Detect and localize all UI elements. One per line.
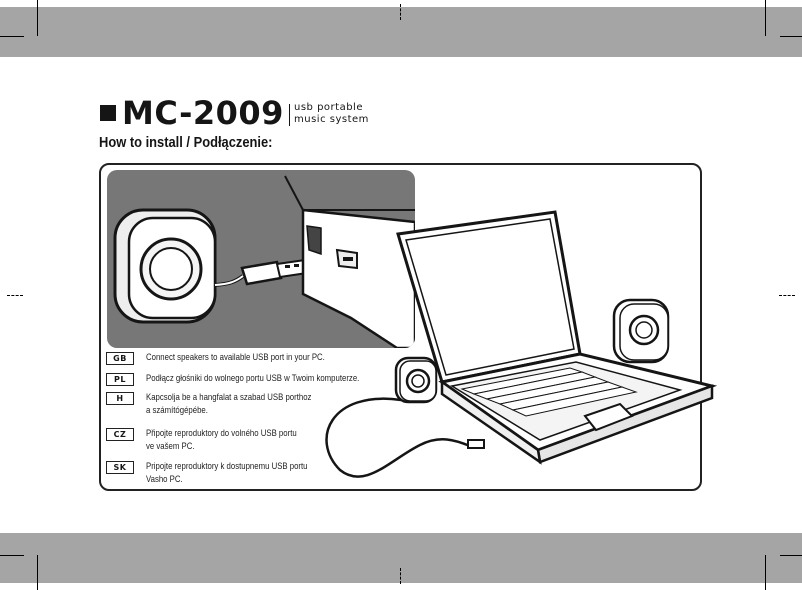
model-subtitle-line2: music system bbox=[294, 114, 369, 125]
instruction-text: Connect speakers to available USB port i… bbox=[146, 351, 325, 364]
model-subtitle: usb portable music system bbox=[294, 102, 369, 126]
lang-code-badge: SK bbox=[106, 461, 134, 474]
instruction-text: Kapcsolja be a hangfalat a szabad USB po… bbox=[146, 391, 311, 417]
laptop-icon bbox=[396, 210, 718, 465]
model-subtitle-line1: usb portable bbox=[294, 102, 363, 113]
speaker-left-icon bbox=[394, 356, 438, 404]
model-square-icon bbox=[100, 105, 116, 121]
usb-cable-icon bbox=[325, 397, 485, 478]
instruction-line: Connect speakers to available USB port i… bbox=[146, 352, 325, 363]
instruction-text: Pripojte reproduktory k dostupnemu USB p… bbox=[146, 460, 308, 486]
speaker-right-icon bbox=[612, 298, 670, 364]
lang-code-badge: PL bbox=[106, 373, 134, 386]
instruction-line: ve vašem PC. bbox=[146, 441, 195, 452]
zoom-illustration bbox=[113, 175, 415, 348]
model-name: MC-2009 bbox=[122, 94, 284, 132]
lang-code-badge: CZ bbox=[106, 428, 134, 441]
instruction-text: Podłącz głośniki do wolnego portu USB w … bbox=[146, 372, 359, 385]
lang-code-badge: GB bbox=[106, 352, 134, 365]
title-divider bbox=[289, 104, 290, 126]
instruction-line: Připojte reproduktory do volného USB por… bbox=[146, 428, 297, 439]
lang-code-badge: H bbox=[106, 392, 134, 405]
instruction-line: Pripojte reproduktory k dostupnemu USB p… bbox=[146, 461, 308, 472]
instruction-frame bbox=[99, 163, 702, 491]
instruction-line: a számítógépébe. bbox=[146, 405, 208, 416]
usb-plug-icon bbox=[240, 258, 309, 286]
top-band bbox=[0, 7, 802, 57]
instruction-line: Kapcsolja be a hangfalat a szabad USB po… bbox=[146, 392, 312, 403]
instruction-text: Připojte reproduktory do volného USB por… bbox=[146, 427, 297, 453]
speaker-closeup-icon bbox=[113, 208, 217, 324]
bottom-band bbox=[0, 533, 802, 583]
install-heading: How to install / Podłączenie: bbox=[99, 134, 273, 151]
instruction-line: Podłącz głośniki do wolnego portu USB w … bbox=[146, 373, 360, 384]
usb-port-icon bbox=[284, 175, 415, 348]
instruction-line: Vasho PC. bbox=[146, 474, 183, 485]
zoom-panel bbox=[107, 170, 415, 348]
